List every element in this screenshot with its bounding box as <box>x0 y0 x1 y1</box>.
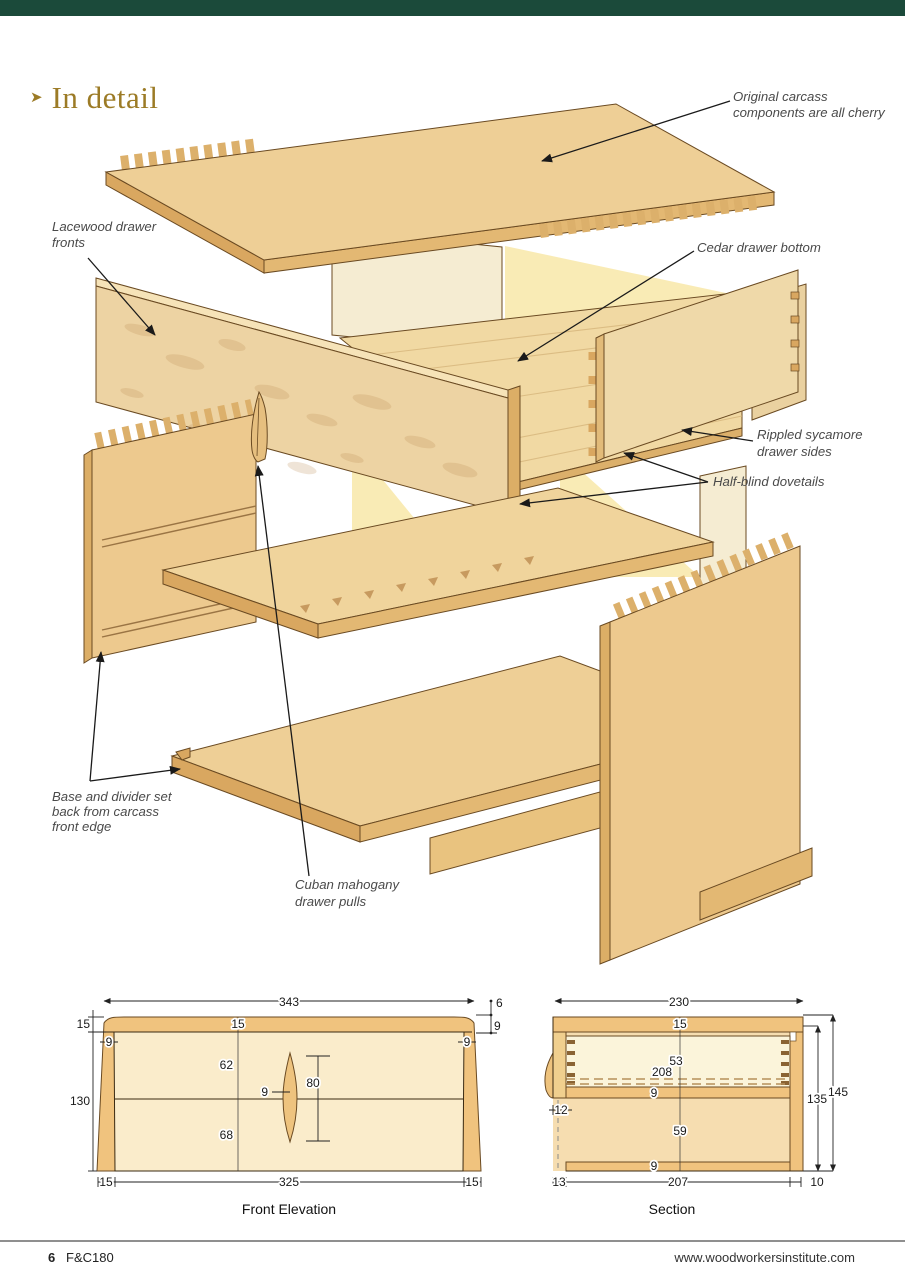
front-elevation-drawing: 343 6 15 15 9 9 9 62 80 9 130 68 15 325 … <box>68 993 505 1217</box>
drawer-pull <box>250 390 268 463</box>
svg-text:9: 9 <box>106 1035 113 1049</box>
section-back <box>789 1031 804 1172</box>
svg-text:15: 15 <box>99 1175 113 1189</box>
svg-text:10: 10 <box>810 1175 824 1189</box>
svg-text:145: 145 <box>828 1085 848 1099</box>
svg-text:208: 208 <box>652 1065 672 1079</box>
svg-text:9: 9 <box>651 1159 658 1173</box>
svg-text:207: 207 <box>668 1175 688 1189</box>
leader-dovetails-2 <box>519 481 709 508</box>
svg-text:325: 325 <box>279 1175 299 1189</box>
svg-text:80: 80 <box>306 1076 320 1090</box>
right-carcass-side <box>599 530 813 965</box>
plinth <box>699 847 813 921</box>
leader-cedar <box>517 250 695 362</box>
elevation-pull <box>282 1051 298 1144</box>
leader-dovetails-1 <box>623 452 709 483</box>
lacewood-drawer-front <box>95 277 521 515</box>
svg-text:15: 15 <box>465 1175 479 1189</box>
section-pull-profile <box>544 1051 554 1099</box>
svg-text:135: 135 <box>807 1092 827 1106</box>
svg-text:59: 59 <box>673 1124 687 1138</box>
svg-text:230: 230 <box>669 995 689 1009</box>
section-dim-text: 230 15 53 208 9 12 135 145 59 9 13 207 1… <box>551 993 851 1191</box>
svg-text:9: 9 <box>651 1086 658 1100</box>
label-pulls: Cuban mahogany <box>295 877 401 892</box>
svg-text:drawer pulls: drawer pulls <box>295 894 367 909</box>
carcass-top-panel <box>104 103 776 274</box>
svg-text:130: 130 <box>70 1094 90 1108</box>
leader-base-2 <box>89 765 181 782</box>
svg-text:15: 15 <box>673 1017 687 1031</box>
svg-text:15: 15 <box>231 1017 245 1031</box>
divider-sockets <box>300 556 534 613</box>
label-carcass: Original carcass <box>733 89 828 104</box>
svg-text:back from carcass: back from carcass <box>52 804 159 819</box>
elevation-dim-graphics <box>88 998 497 1187</box>
svg-text:components are all cherry: components are all cherry <box>733 105 886 120</box>
section-divider <box>565 1086 791 1099</box>
svg-text:343: 343 <box>279 995 299 1009</box>
sycamore-drawer-side <box>588 269 800 463</box>
svg-text:68: 68 <box>220 1128 234 1142</box>
top-green-bar <box>0 0 905 16</box>
leader-sycamore <box>681 427 754 442</box>
title-arrow-icon: ➤ <box>30 89 43 106</box>
svg-text:fronts: fronts <box>52 235 85 250</box>
left-carcass-side <box>83 399 257 664</box>
page-number: 6 <box>48 1250 56 1265</box>
elevation-caption: Front Elevation <box>242 1201 336 1217</box>
svg-text:13: 13 <box>552 1175 566 1189</box>
label-cedar: Cedar drawer bottom <box>697 240 821 255</box>
callout-leaders <box>87 100 754 877</box>
leader-lacewood <box>87 257 156 336</box>
svg-text:6: 6 <box>496 996 503 1010</box>
lacewood-figure <box>120 323 478 478</box>
leader-base-1 <box>89 651 105 782</box>
issue-label: F&C180 <box>66 1250 114 1265</box>
exploded-diagram: Original carcass components are all cher… <box>52 89 886 965</box>
page-title-row: ➤ In detail <box>30 80 430 116</box>
callout-labels: Original carcass components are all cher… <box>52 89 886 909</box>
section-bottom-board <box>565 1161 791 1172</box>
leader-carcass <box>541 100 731 163</box>
elevation-dim-text: 343 6 15 15 9 9 9 62 80 9 130 68 15 325 … <box>68 993 505 1191</box>
svg-text:12: 12 <box>554 1103 568 1117</box>
label-lacewood: Lacewood drawer <box>52 219 157 234</box>
svg-text:53: 53 <box>669 1054 683 1068</box>
svg-text:9: 9 <box>464 1035 471 1049</box>
svg-text:9: 9 <box>261 1085 268 1099</box>
section-caption: Section <box>649 1201 696 1217</box>
footer-rule <box>0 1240 905 1242</box>
svg-text:drawer sides: drawer sides <box>757 444 832 459</box>
section-drawing: 230 15 53 208 9 12 135 145 59 9 13 207 1… <box>544 993 851 1217</box>
svg-text:15: 15 <box>77 1017 91 1031</box>
section-dovetail-marks <box>567 1040 789 1085</box>
website-link[interactable]: www.woodworkersinstitute.com <box>674 1250 855 1265</box>
leader-pulls <box>254 465 310 877</box>
label-base: Base and divider set <box>52 789 173 804</box>
label-sycamore: Rippled sycamore <box>757 427 863 442</box>
svg-text:62: 62 <box>220 1058 234 1072</box>
section-dim-graphics <box>549 998 836 1187</box>
svg-text:front edge: front edge <box>52 819 111 834</box>
svg-text:9: 9 <box>494 1019 501 1033</box>
section-drawer-front <box>552 1031 567 1099</box>
label-dovetails: Half-blind dovetails <box>713 474 825 489</box>
page-title: In detail <box>51 80 159 115</box>
divider-shelf <box>161 487 715 639</box>
